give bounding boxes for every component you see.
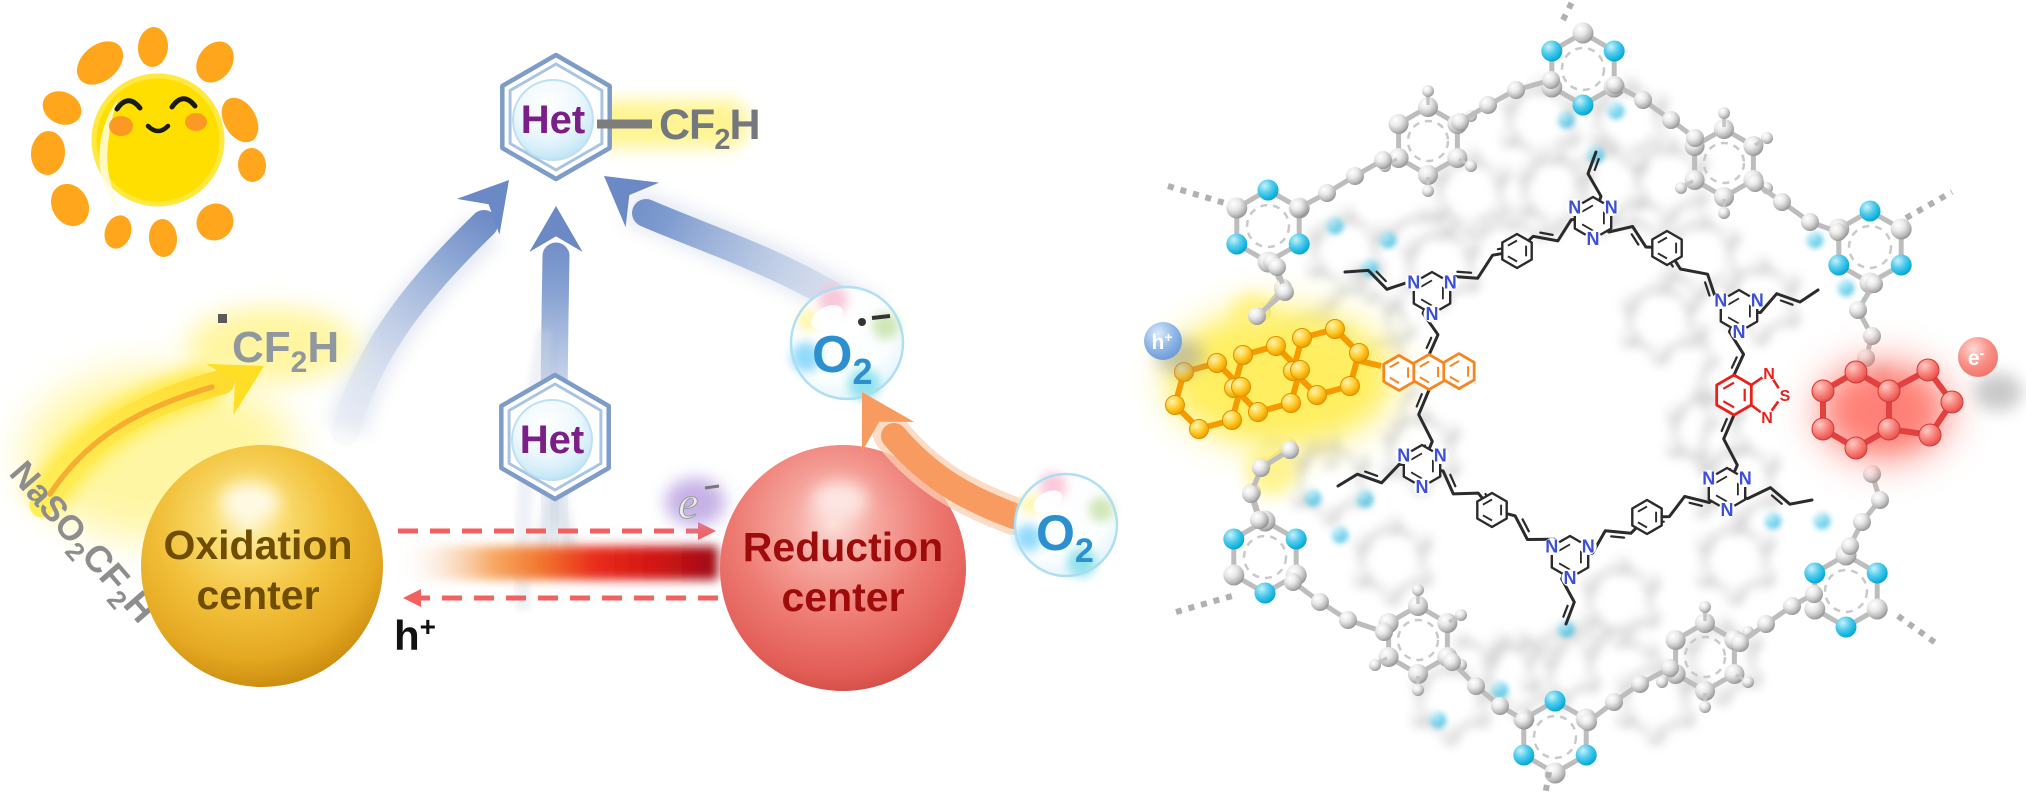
svg-text:CF2H: CF2H bbox=[659, 101, 760, 156]
svg-text:Het: Het bbox=[521, 98, 585, 142]
svg-text:N: N bbox=[1763, 366, 1775, 383]
svg-text:N: N bbox=[1714, 291, 1727, 311]
svg-text:Oxidation: Oxidation bbox=[163, 522, 352, 568]
svg-text:center: center bbox=[196, 572, 319, 618]
svg-text:N: N bbox=[1702, 469, 1715, 489]
svg-text:N: N bbox=[1605, 198, 1618, 218]
svg-text:e: e bbox=[678, 477, 698, 528]
svg-text:N: N bbox=[1733, 322, 1746, 342]
svg-text:N: N bbox=[1426, 304, 1439, 324]
svg-text:N: N bbox=[1416, 477, 1429, 497]
svg-text:CF2H: CF2H bbox=[232, 323, 339, 379]
svg-text:N: N bbox=[1545, 537, 1558, 557]
svg-text:N: N bbox=[1568, 198, 1581, 218]
svg-text:N: N bbox=[1582, 537, 1595, 557]
svg-text:Het: Het bbox=[520, 418, 584, 462]
svg-text:N: N bbox=[1761, 410, 1773, 427]
svg-text:N: N bbox=[1444, 273, 1457, 293]
svg-text:N: N bbox=[1434, 446, 1447, 466]
svg-text:N: N bbox=[1751, 291, 1764, 311]
svg-text:N: N bbox=[1739, 469, 1752, 489]
svg-text:h+: h+ bbox=[394, 611, 436, 659]
svg-text:center: center bbox=[781, 574, 904, 620]
svg-text:N: N bbox=[1587, 229, 1600, 249]
svg-text:Reduction: Reduction bbox=[743, 524, 943, 570]
svg-text:N: N bbox=[1564, 568, 1577, 588]
svg-text:N: N bbox=[1721, 500, 1734, 520]
svg-text:N: N bbox=[1397, 446, 1410, 466]
svg-text:S: S bbox=[1780, 388, 1791, 405]
svg-text:N: N bbox=[1407, 273, 1420, 293]
